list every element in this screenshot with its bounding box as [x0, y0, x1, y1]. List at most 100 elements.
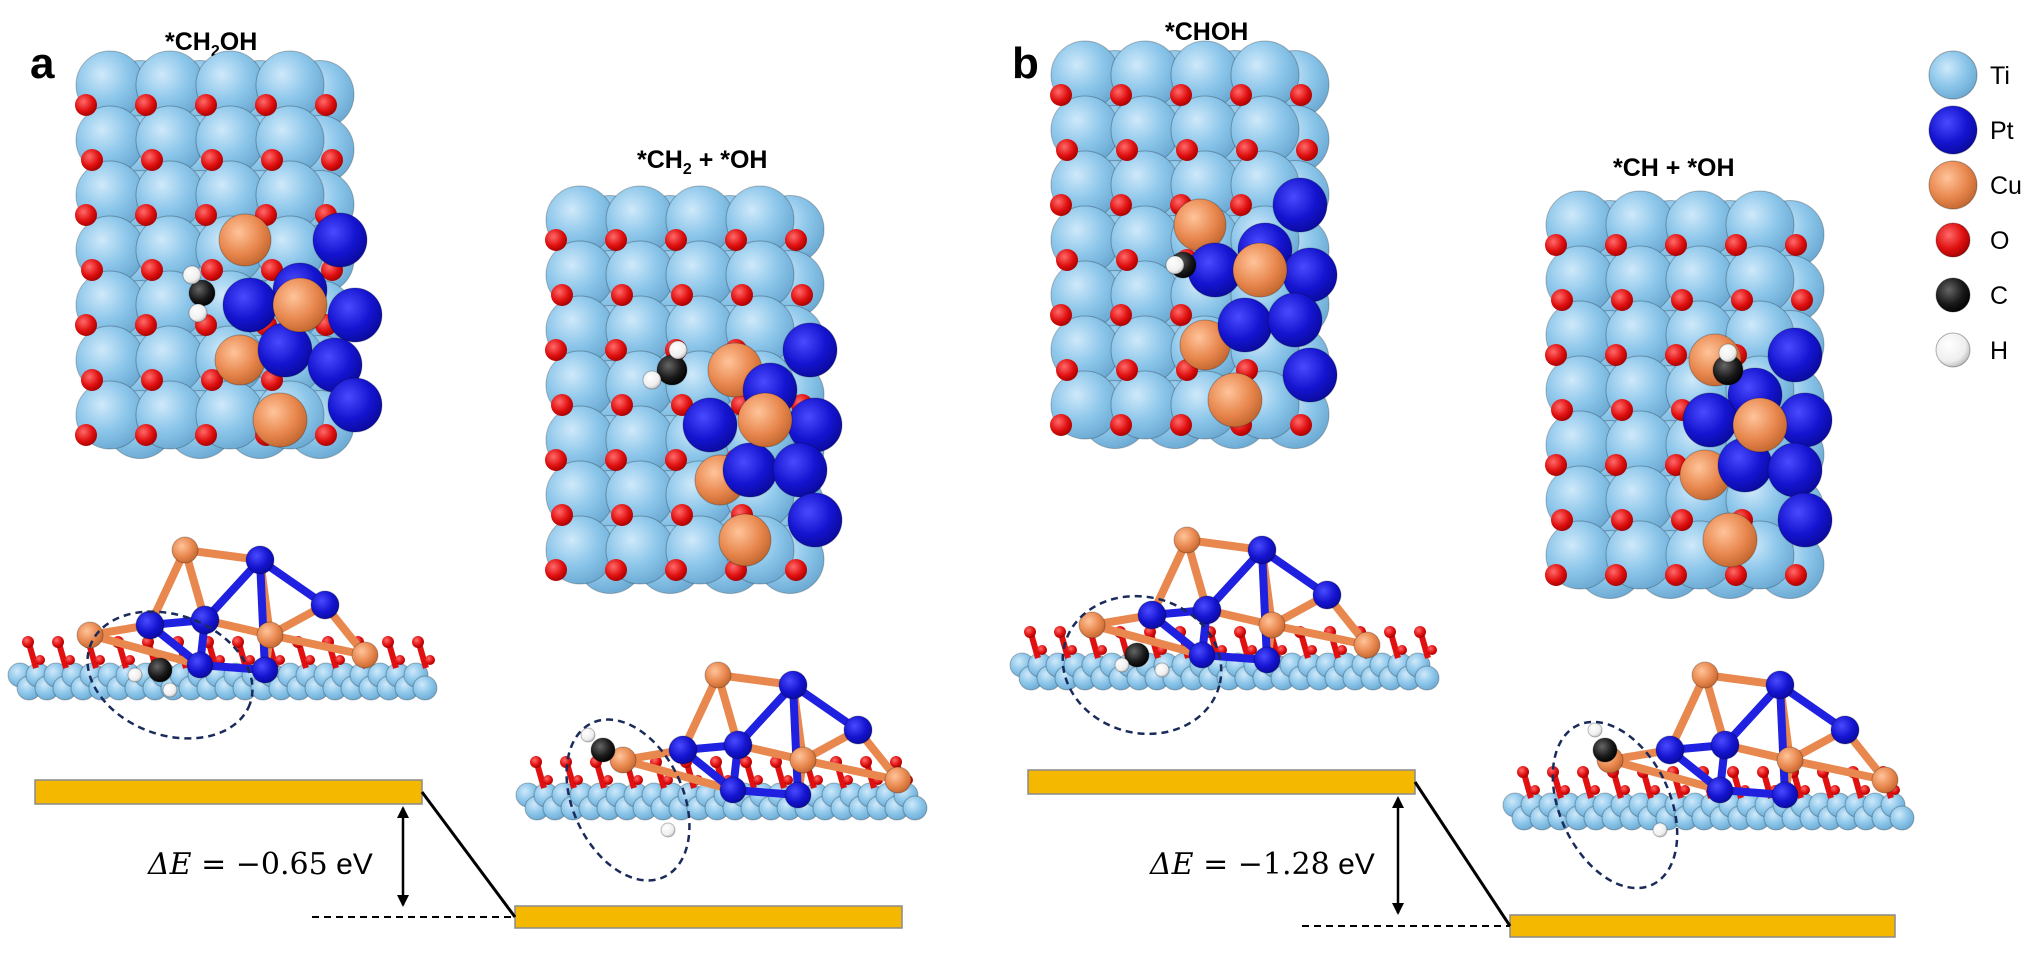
cu-atom [171, 536, 199, 564]
o-atom [232, 636, 244, 648]
o-atom [663, 775, 673, 785]
cu-atom [737, 392, 793, 448]
o-atom [611, 504, 633, 526]
highlight-ellipse [1061, 594, 1223, 736]
o-atom [1067, 645, 1077, 655]
o-atom [1247, 645, 1257, 655]
o-atom [1545, 564, 1567, 586]
o-atom [75, 204, 97, 226]
h-atom [1154, 662, 1170, 678]
pt-atom [327, 287, 383, 343]
o-atom [1785, 564, 1807, 586]
pt-atom [312, 212, 368, 268]
h-atom [1587, 722, 1603, 738]
o-atom [1671, 289, 1693, 311]
pt-atom [186, 651, 214, 679]
top-view-a-final [545, 185, 843, 594]
metal-bond [86, 631, 204, 669]
ti-legend-label: Ti [1990, 62, 2010, 90]
o-atom [1545, 454, 1567, 476]
o-atom [1611, 509, 1633, 531]
o-atom [1170, 304, 1192, 326]
cu-atom [1207, 372, 1263, 428]
pt-atom [1706, 776, 1734, 804]
top-view-a-initial [75, 50, 383, 459]
energy-level-a-final [514, 905, 903, 929]
o-atom [545, 229, 567, 251]
o-atom [255, 94, 277, 116]
c-atom [590, 737, 616, 763]
o-atom [95, 655, 105, 665]
cu-atom [718, 513, 772, 567]
o-atom [1056, 249, 1078, 271]
pt-atom [722, 442, 778, 498]
o-atom [545, 339, 567, 361]
delta-e-label-a: ΔE = −0.65 eV [147, 847, 373, 882]
ti-legend-swatch [1928, 50, 1978, 100]
o-atom [245, 655, 255, 665]
pt-atom [723, 730, 753, 760]
pt-atom [1137, 600, 1167, 630]
metal-bond [1786, 756, 1889, 784]
o-atom [1230, 84, 1252, 106]
o-atom [1551, 399, 1573, 421]
o-atom [1050, 84, 1072, 106]
o-atom [195, 94, 217, 116]
o-atom [1277, 645, 1287, 655]
o-atom [1860, 785, 1870, 795]
o-atom [141, 149, 163, 171]
o-atom [315, 94, 337, 116]
cu-atom [1258, 611, 1286, 639]
o-atom [261, 149, 283, 171]
o-atom [611, 284, 633, 306]
o-atom [201, 259, 223, 281]
o-atom [335, 655, 345, 665]
side-view-b-final [1502, 661, 1915, 890]
pt-atom [190, 605, 220, 635]
o-atom [1427, 645, 1437, 655]
energy-diagram-b: ΔE = −1.28 eV [1027, 769, 1896, 938]
pt-atom [668, 735, 698, 765]
pt-legend-swatch [1928, 105, 1978, 155]
o-atom [860, 756, 872, 768]
cu-atom [704, 661, 732, 689]
o-atom [395, 655, 405, 665]
o-atom [1605, 234, 1627, 256]
o-atom [1551, 509, 1573, 531]
o-atom [1050, 414, 1072, 436]
cu-atom [1871, 766, 1899, 794]
ti-atom [902, 795, 928, 821]
o-atom [1337, 645, 1347, 655]
cu-legend-label: Cu [1990, 172, 2022, 200]
pt-atom [1830, 715, 1860, 745]
h-atom [1652, 822, 1668, 838]
pt-atom [1655, 735, 1685, 765]
ti-atom [412, 675, 438, 701]
pt-atom [1312, 580, 1342, 610]
cu-atom [1776, 746, 1804, 774]
o-atom [1110, 304, 1132, 326]
cu-atom [256, 621, 284, 649]
o-atom [731, 284, 753, 306]
o-atom [1665, 564, 1687, 586]
o-atom [1547, 766, 1559, 778]
o-atom [1680, 785, 1690, 795]
pt-atom [778, 670, 808, 700]
pt-atom [245, 545, 275, 575]
o-atom [573, 775, 583, 785]
o-atom [545, 559, 567, 581]
o-atom [1620, 785, 1630, 795]
o-atom [890, 756, 902, 768]
o-atom [1517, 766, 1529, 778]
o-atom [1725, 234, 1747, 256]
o-atom [1725, 564, 1747, 586]
o-atom [1605, 344, 1627, 366]
o-atom [22, 636, 34, 648]
metal-bond [1088, 621, 1206, 659]
o-atom [201, 149, 223, 171]
o-atom [1170, 414, 1192, 436]
o-atom [1665, 234, 1687, 256]
cu-atom [218, 213, 272, 267]
o-atom [1054, 626, 1066, 638]
o-atom [382, 636, 394, 648]
